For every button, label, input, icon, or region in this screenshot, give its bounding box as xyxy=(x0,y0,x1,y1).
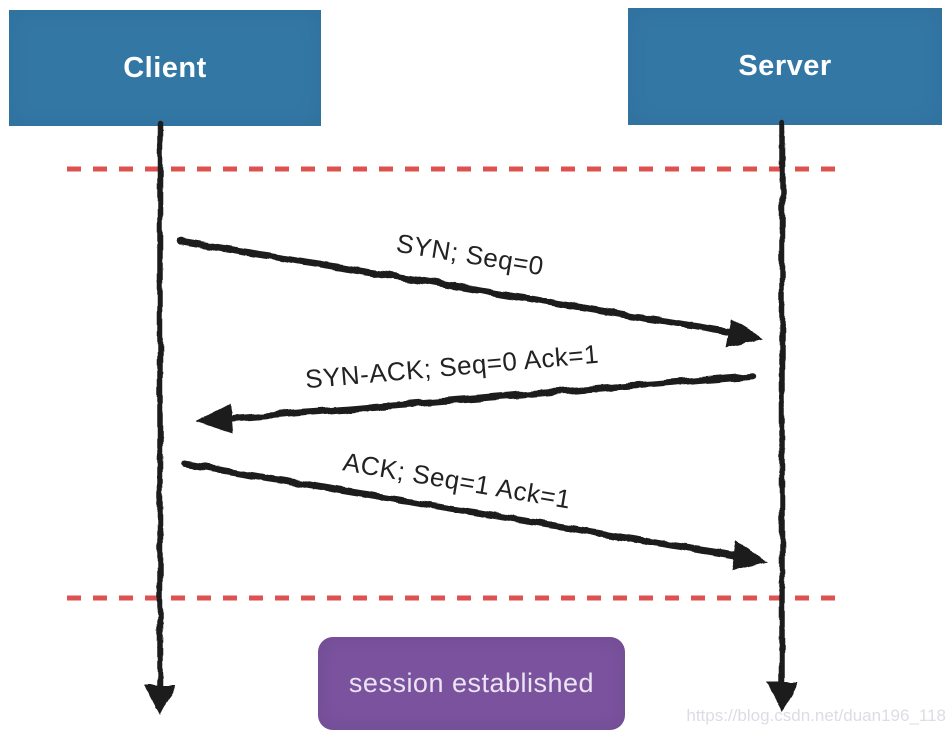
message-arrow-ack xyxy=(181,460,746,561)
message-arrow-syn-ack xyxy=(219,372,757,423)
status-badge: session established xyxy=(318,637,625,730)
client-lifeline-arrowhead xyxy=(144,685,176,715)
status-badge-label: session established xyxy=(348,668,595,698)
message-arrow-ack-arrowhead xyxy=(731,541,769,571)
message-arrow-syn-arrowhead xyxy=(726,318,764,348)
message-arrow-syn-ack-arrowhead xyxy=(196,403,234,434)
server-lifeline-arrowhead xyxy=(766,682,798,712)
actor-box-client: Client xyxy=(9,10,321,126)
message-arrow-syn xyxy=(176,237,741,337)
actor-label-server: Server xyxy=(738,50,832,82)
actor-label-client: Client xyxy=(123,51,207,84)
actor-box-server: Server xyxy=(628,8,942,125)
watermark: https://blog.csdn.net/duan196_118 xyxy=(686,706,946,725)
